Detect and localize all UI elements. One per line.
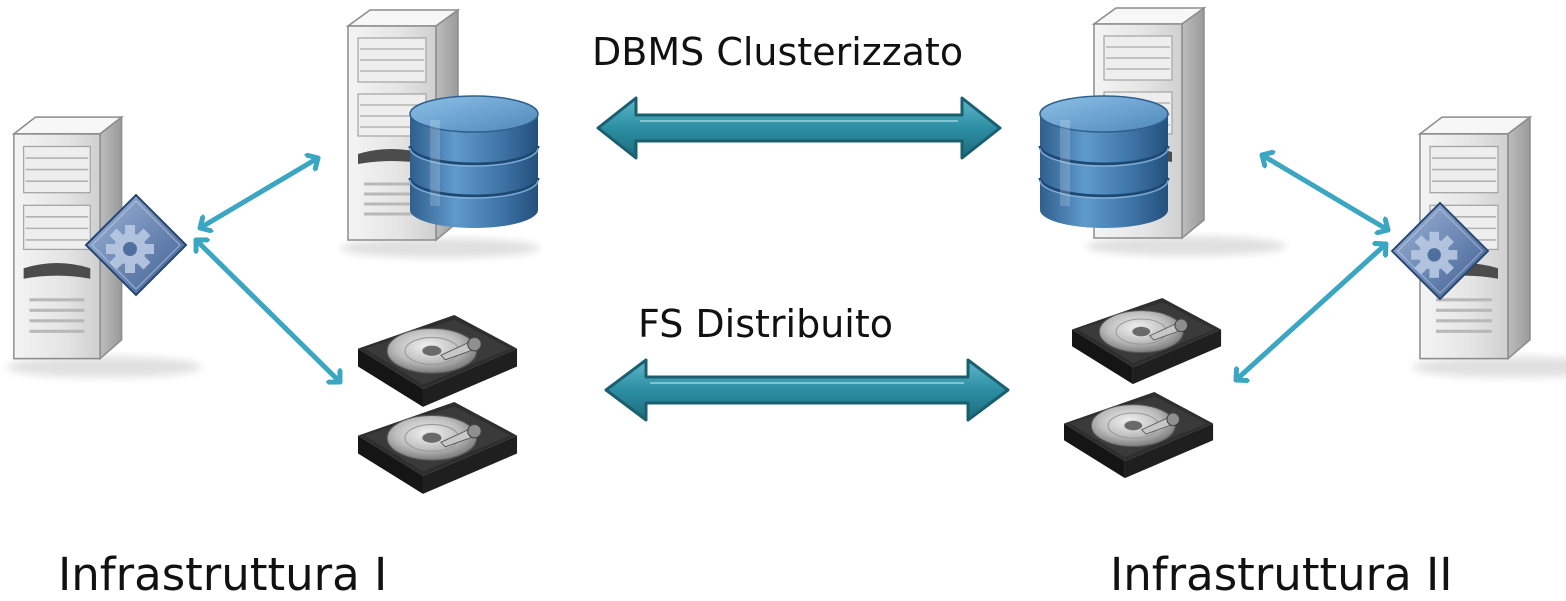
left-database-server — [340, 10, 540, 258]
app-to-disk-arrow — [193, 240, 343, 382]
right-hard-disks — [1063, 297, 1222, 479]
hard-disk-icon — [1063, 391, 1214, 479]
right-application-server — [1391, 117, 1566, 377]
database-icon — [408, 94, 540, 230]
infrastructure-two-label: Infrastruttura II — [1110, 548, 1453, 601]
left-application-server — [6, 117, 202, 377]
app-to-db-arrow — [197, 158, 321, 228]
infrastructure-one-label: Infrastruttura I — [58, 548, 388, 601]
hard-disk-icon — [1071, 297, 1222, 385]
left-hard-disks — [357, 314, 518, 495]
hard-disk-icon — [357, 401, 518, 495]
dbms-cluster-label: DBMS Clusterizzato — [592, 30, 964, 74]
right-database-server — [1038, 8, 1286, 256]
left-connection-arrows — [193, 158, 343, 382]
database-icon — [1038, 94, 1170, 230]
app-to-disk-arrow — [1233, 244, 1389, 380]
right-connection-arrows — [1233, 155, 1391, 380]
fs-distributed-label: FS Distribuito — [638, 302, 893, 346]
app-to-db-arrow — [1259, 155, 1391, 230]
hard-disk-icon — [357, 314, 518, 408]
fs-distributed-link-arrow — [604, 358, 1010, 422]
dbms-cluster-link-arrow — [596, 96, 1002, 160]
